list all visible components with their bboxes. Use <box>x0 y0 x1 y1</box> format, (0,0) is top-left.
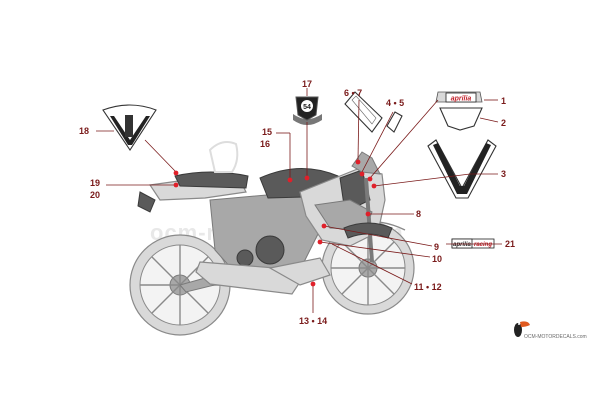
callout-19: 19 <box>90 178 100 188</box>
callout-11-12: 11 • 12 <box>414 282 442 292</box>
leader-lines <box>96 88 502 313</box>
marker-19-20 <box>173 182 179 188</box>
decal-3-stripe <box>427 139 497 199</box>
callout-3: 3 <box>501 169 506 179</box>
marker-15-16 <box>287 177 293 183</box>
marker-1 <box>367 176 373 182</box>
decal-17-seal: 54 <box>293 96 322 125</box>
marker-6-7 <box>355 159 361 165</box>
decal-2-nose <box>439 107 483 131</box>
decal-1-logo: aprilia <box>435 91 483 103</box>
decal-6-7 <box>344 91 383 133</box>
decal-21-racing: aprilia racing <box>451 238 495 249</box>
callout-9: 9 <box>434 242 439 252</box>
marker-4-5 <box>359 171 365 177</box>
belly-pan <box>268 257 331 286</box>
callout-labels: 1 2 3 4 • 5 6 • 7 8 9 10 11 • 12 13 • 14… <box>79 79 515 326</box>
seat <box>174 171 249 189</box>
callout-10: 10 <box>432 254 442 264</box>
callout-1: 1 <box>501 96 506 106</box>
racing-badge-word-2: racing <box>474 242 492 248</box>
racing-badge-word-1: aprilia <box>453 242 471 248</box>
marker-3 <box>371 183 377 189</box>
seal-number: 54 <box>303 104 311 111</box>
position-markers <box>173 159 377 287</box>
callout-20: 20 <box>90 190 100 200</box>
callout-8: 8 <box>416 209 421 219</box>
toucan-logo-icon <box>514 321 530 337</box>
callout-21: 21 <box>505 239 515 249</box>
decal-4-5 <box>386 111 403 133</box>
marker-17 <box>304 175 310 181</box>
callout-16: 16 <box>260 139 270 149</box>
decal-18-tail <box>102 104 157 151</box>
callout-18: 18 <box>79 126 89 136</box>
marker-18 <box>173 170 179 176</box>
marker-13-14 <box>310 281 316 287</box>
callout-4-5: 4 • 5 <box>386 98 404 108</box>
callout-6-7: 6 • 7 <box>344 88 362 98</box>
footer-brand: OCM-MOTORDECALS.com <box>514 321 587 340</box>
marker-10 <box>317 239 323 245</box>
callout-17: 17 <box>302 79 312 89</box>
motorcycle-illustration <box>129 141 415 336</box>
marker-9 <box>321 223 327 229</box>
callout-15: 15 <box>262 127 272 137</box>
aprilia-logo-text: aprilia <box>451 96 472 103</box>
callout-2: 2 <box>501 118 506 128</box>
windscreen <box>351 151 381 175</box>
callout-13-14: 13 • 14 <box>299 316 327 326</box>
marker-8 <box>365 211 371 217</box>
footer-url: OCM-MOTORDECALS.com <box>524 334 587 340</box>
